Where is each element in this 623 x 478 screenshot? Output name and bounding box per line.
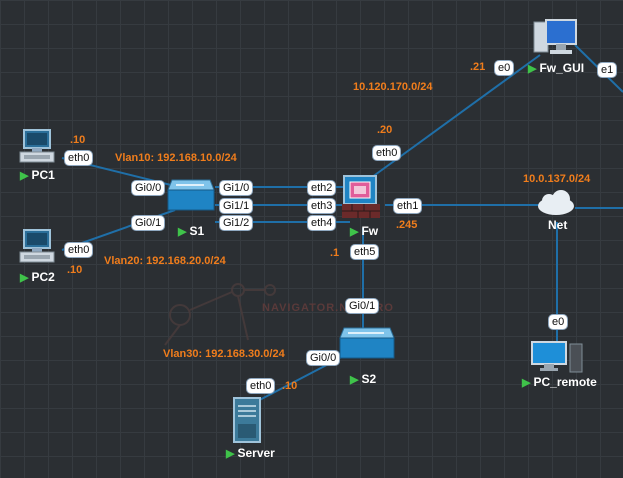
desktop-icon [533,19,577,54]
pc-icon [19,229,55,263]
port-s2-gi01[interactable]: Gi0/1 [345,298,380,314]
port-pc1-eth0[interactable]: eth0 [64,150,94,166]
address-server: .10 [282,380,298,392]
address-fw-eth1: .245 [396,219,418,231]
cloud-icon [538,190,574,215]
network-label-vlan30: Vlan30: 192.168.30.0/24 [163,348,285,360]
device-label-fwgui[interactable]: ▶Fw_GUI [528,61,585,75]
start-icon[interactable]: ▶ [178,226,187,238]
switch-icon [167,179,215,211]
start-icon[interactable]: ▶ [350,226,359,238]
pc-icon [19,129,55,163]
port-fwgui-e0[interactable]: e0 [494,60,515,76]
device-label-s1[interactable]: ▶S1 [178,224,205,238]
network-label-mgmt: 10.120.170.0/24 [353,81,433,93]
device-label-server[interactable]: ▶Server [226,446,275,460]
device-label-net[interactable]: Net [548,218,568,232]
network-label-vlan20: Vlan20: 192.168.20.0/24 [104,255,226,267]
desktop-icon [531,341,583,373]
port-s1-gi01[interactable]: Gi0/1 [131,215,166,231]
start-icon[interactable]: ▶ [528,63,537,75]
address-pc2: .10 [67,264,83,276]
port-fw-eth4[interactable]: eth4 [307,215,337,231]
device-label-pc1[interactable]: ▶PC1 [20,168,55,182]
port-pc2-eth0[interactable]: eth0 [64,242,94,258]
device-label-s2[interactable]: ▶S2 [350,372,377,386]
port-fw-eth0[interactable]: eth0 [372,145,402,161]
start-icon[interactable]: ▶ [20,170,29,182]
start-icon[interactable]: ▶ [20,272,29,284]
port-s1-gi12[interactable]: Gi1/2 [219,215,254,231]
port-fw-eth2[interactable]: eth2 [307,180,337,196]
start-icon[interactable]: ▶ [350,374,359,386]
firewall-icon [342,175,380,218]
port-fw-eth5[interactable]: eth5 [350,244,380,260]
port-s2-gi00[interactable]: Gi0/0 [306,350,341,366]
server-icon [233,397,261,443]
port-s1-gi10[interactable]: Gi1/0 [219,180,254,196]
device-label-pc2[interactable]: ▶PC2 [20,270,55,284]
network-label-vlan10: Vlan10: 192.168.10.0/24 [115,152,237,164]
start-icon[interactable]: ▶ [226,448,235,460]
switch-icon [339,327,395,359]
network-label-outside: 10.0.137.0/24 [523,173,591,185]
port-s1-gi11[interactable]: Gi1/1 [219,198,254,214]
address-fw-eth5: .1 [330,247,340,259]
start-icon[interactable]: ▶ [522,377,531,389]
address-fwgui-e0: .21 [470,61,486,73]
port-fw-eth3[interactable]: eth3 [307,198,337,214]
device-label-pcremote[interactable]: ▶PC_remote [522,375,597,389]
address-fw-eth0: .20 [377,124,393,136]
port-s1-gi00[interactable]: Gi0/0 [131,180,166,196]
port-fw-eth1[interactable]: eth1 [393,198,423,214]
port-fwgui-e1[interactable]: e1 [597,62,618,78]
address-pc1: .10 [70,134,86,146]
port-pcremote-e0[interactable]: e0 [548,314,569,330]
device-label-fw[interactable]: ▶Fw [350,224,379,238]
port-server-eth0[interactable]: eth0 [246,378,276,394]
